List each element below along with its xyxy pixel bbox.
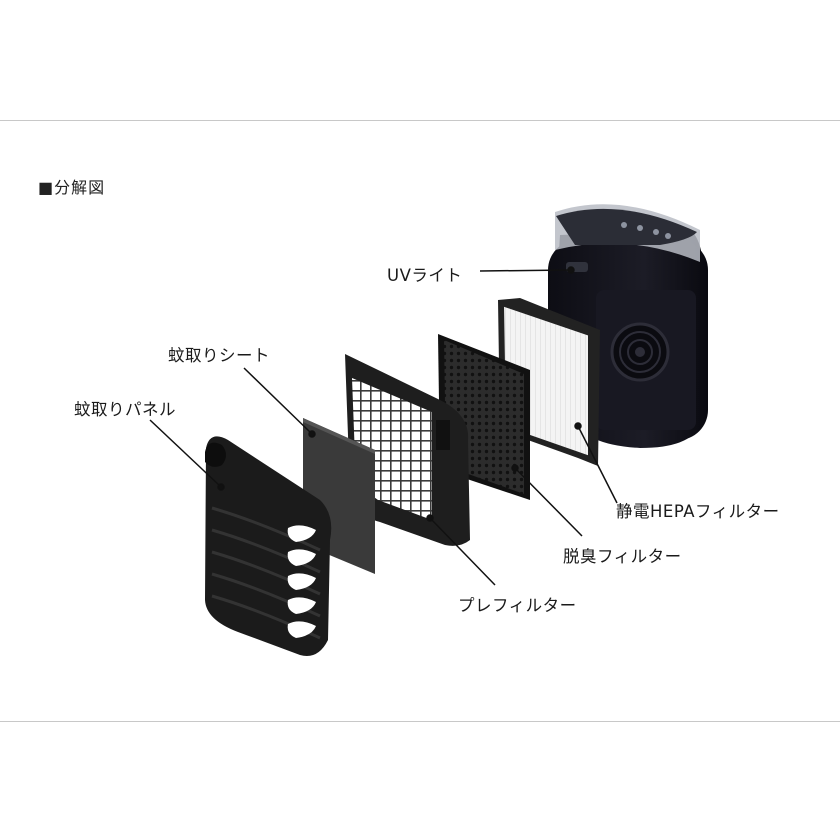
leader-dot-uv-light [567, 266, 575, 274]
leader-dot-mosquito-panel [217, 483, 225, 491]
leader-pre-filter [429, 517, 496, 586]
label-mosquito-sheet: 蚊取りシート [168, 346, 270, 365]
fan-grille [610, 322, 670, 382]
leader-deodorizing [514, 467, 583, 537]
leader-dot-pre-filter [426, 514, 434, 522]
label-deodorizing-filter: 脱臭フィルター [563, 547, 682, 566]
leader-dot-mosquito-sheet [308, 430, 316, 438]
label-hepa-filter: 静電HEPAフィルター [616, 502, 780, 521]
leader-uv-light [479, 269, 571, 272]
content-frame [0, 120, 840, 722]
leader-dot-hepa [574, 422, 582, 430]
leader-dot-deodorizing [511, 464, 519, 472]
label-uv-light: UVライト [387, 266, 463, 285]
label-pre-filter: プレフィルター [458, 596, 577, 615]
label-mosquito-panel: 蚊取りパネル [74, 400, 176, 419]
leader-mosquito-sheet [243, 367, 312, 434]
mosquito-panel [205, 436, 332, 656]
leader-hepa [577, 425, 618, 504]
section-title: ■分解図 [38, 178, 106, 197]
leader-lines [149, 266, 618, 586]
leader-mosquito-panel [149, 419, 221, 487]
